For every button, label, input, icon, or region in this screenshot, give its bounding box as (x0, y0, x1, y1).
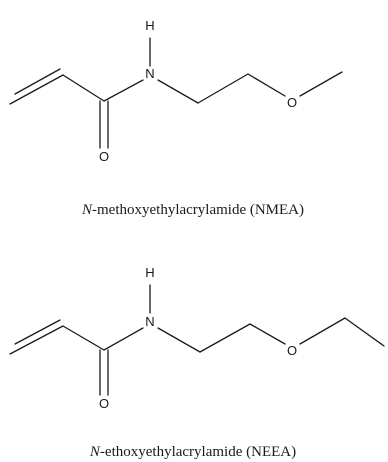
hydrogen-atom-label: H (145, 265, 154, 280)
hydrogen-atom-label: H (145, 18, 154, 33)
nitrogen-atom-label: N (145, 66, 154, 81)
neea-caption-text: -ethoxyethylacrylamide (NEEA) (100, 444, 296, 460)
nitrogen-atom-label: N (145, 314, 154, 329)
ch2-ch3-bond (344, 317, 385, 347)
ch2-ch2-bond (197, 73, 249, 104)
neea-caption: N-ethoxyethylacrylamide (NEEA) (89, 444, 296, 460)
n-ch2-bond (157, 327, 201, 353)
vinyl-double-bond-line (14, 68, 61, 95)
nmea-caption: N-methoxyethylacrylamide (NMEA) (81, 202, 304, 218)
ether-oxygen-label: O (287, 343, 297, 358)
nmea-caption-text: -methoxyethylacrylamide (NMEA) (92, 202, 304, 218)
n-ch2-bond (157, 79, 199, 104)
neea-caption-prefix: N (89, 444, 101, 460)
ch2-o-bond (249, 323, 286, 345)
alkene-carbonyl-bond (62, 74, 105, 102)
neea-structure: H N O O (9, 265, 385, 411)
alkene-carbonyl-bond (62, 325, 105, 351)
carbonyl-oxygen-label: O (99, 149, 109, 164)
amide-bond (103, 327, 144, 351)
vinyl-bond (9, 325, 64, 355)
nmea-caption-prefix: N (81, 202, 93, 218)
ch2-ch2-bond (199, 323, 251, 353)
amide-bond (103, 79, 144, 102)
ch2-o-bond (247, 73, 286, 97)
nmea-structure: H N O O (9, 18, 343, 164)
o-ch3-bond (299, 71, 343, 97)
ether-oxygen-label: O (287, 95, 297, 110)
vinyl-bond (9, 74, 64, 105)
vinyl-double-bond-line (14, 319, 61, 345)
carbonyl-oxygen-label: O (99, 396, 109, 411)
o-ch2-bond (299, 317, 346, 345)
